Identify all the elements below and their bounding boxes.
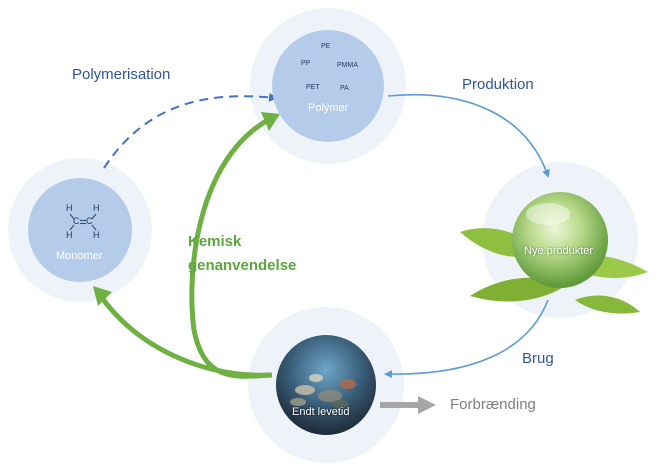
- forbraending-arrow-head: [418, 396, 436, 414]
- polymer-label: Polymer: [308, 102, 349, 114]
- polymer-type-pet: PET: [306, 84, 320, 91]
- globe-highlight: [526, 203, 570, 225]
- forbraending-label: Forbrænding: [450, 396, 536, 413]
- kemisk-arrow-left: [99, 296, 271, 378]
- atom-h-bottom-right: H: [93, 230, 100, 240]
- waste-globe-icon: [276, 335, 376, 435]
- globe-icon: [512, 192, 608, 288]
- ethylene-bonds: [69, 213, 97, 231]
- polymer-node: [272, 30, 384, 142]
- kemisk-arrow-left-head: [93, 286, 112, 306]
- monomer-label: Monomer: [56, 250, 103, 262]
- atom-h-top-left: H: [66, 203, 73, 213]
- kemisk-label-line2: genanvendelse: [188, 257, 297, 274]
- kemisk-label-line1: Kemisk: [188, 233, 242, 250]
- waste-debris: [290, 374, 356, 408]
- polymer-type-pp: PP: [301, 60, 311, 67]
- end-of-life-label: Endt levetid: [292, 406, 350, 418]
- atom-c-right: C: [86, 216, 93, 226]
- produktion-arrow: [387, 94, 550, 178]
- produktion-label: Produktion: [462, 76, 534, 93]
- products-label: Nye produkter: [524, 245, 594, 257]
- polymer-type-pa: PA: [340, 85, 349, 92]
- atom-h-bottom-left: H: [66, 230, 73, 240]
- polymer-type-pe: PE: [321, 43, 331, 50]
- monomer-node: [28, 178, 132, 282]
- kemisk-arrow-up-head: [261, 112, 280, 131]
- polymerisation-label: Polymerisation: [72, 66, 171, 83]
- polymer-type-pmma: PMMA: [337, 62, 358, 69]
- atom-h-top-right: H: [93, 203, 100, 213]
- brug-label: Brug: [522, 350, 554, 367]
- atom-c-left: C: [73, 216, 80, 226]
- brug-arrow: [384, 299, 549, 379]
